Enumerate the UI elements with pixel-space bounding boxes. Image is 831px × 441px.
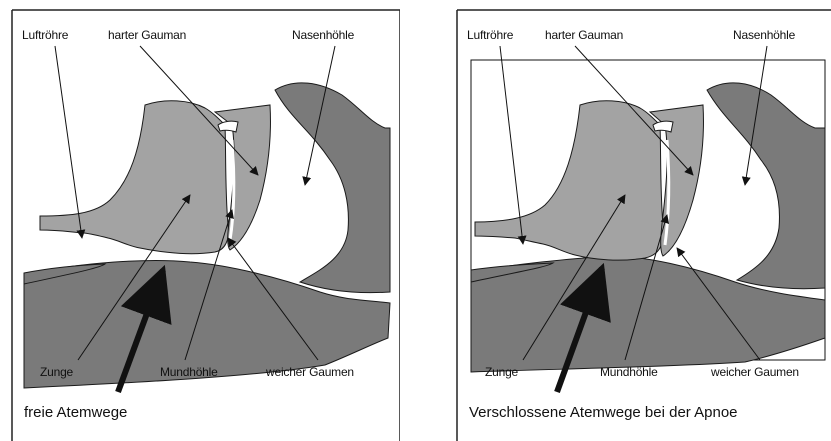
nasal-tissue xyxy=(707,83,825,289)
label-soft-palate: weicher Gaumen xyxy=(266,365,354,379)
caption: freie Atemwege xyxy=(24,404,127,422)
label-hard-palate: harter Gauman xyxy=(108,28,186,42)
hard-palate-bone xyxy=(218,121,238,132)
label-tongue: Zunge xyxy=(485,365,518,379)
soft-palate-line xyxy=(230,140,234,240)
label-oral-cavity: Mundhöhle xyxy=(600,365,658,379)
label-trachea: Luftröhre xyxy=(467,28,513,42)
tongue-tissue xyxy=(40,101,228,254)
diagram-panel-free-airway: Luftröhre harter Gauman Nasenhöhle Zunge… xyxy=(0,0,400,441)
label-trachea: Luftröhre xyxy=(22,28,68,42)
diagram-panel-apnea: Luftröhre harter Gauman Nasenhöhle Zunge… xyxy=(445,0,831,441)
label-oral-cavity: Mundhöhle xyxy=(160,365,218,379)
caption: Verschlossene Atemwege bei der Apnoe xyxy=(469,404,738,422)
hard-palate-bone xyxy=(653,121,673,132)
label-hard-palate: harter Gauman xyxy=(545,28,623,42)
label-soft-palate: weicher Gaumen xyxy=(711,365,799,379)
label-nasal-cavity: Nasenhöhle xyxy=(292,28,354,42)
label-tongue: Zunge xyxy=(40,365,73,379)
nasal-tissue xyxy=(275,83,390,293)
tongue-tissue xyxy=(475,101,663,260)
label-nasal-cavity: Nasenhöhle xyxy=(733,28,795,42)
